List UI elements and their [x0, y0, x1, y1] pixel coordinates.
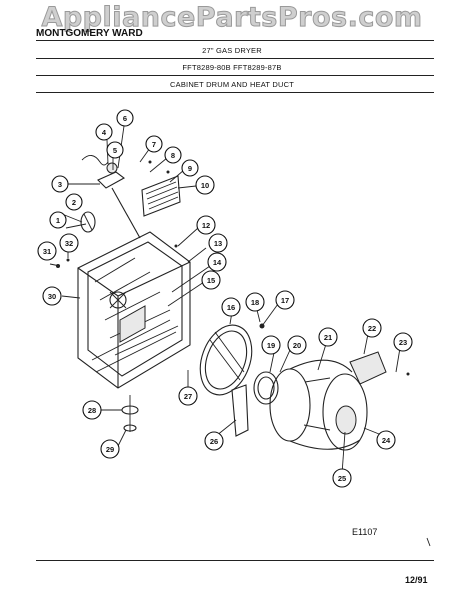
- cabinet: [77, 231, 191, 389]
- svg-text:21: 21: [324, 333, 332, 342]
- heat-duct: [111, 187, 141, 239]
- callout-1: 1: [49, 211, 67, 229]
- callout-4: 4: [95, 123, 113, 141]
- svg-text:16: 16: [227, 303, 235, 312]
- front-bulkhead: [199, 324, 253, 396]
- callout-28: 28: [82, 400, 102, 420]
- callout-3: 3: [51, 175, 69, 193]
- svg-text:14: 14: [213, 258, 222, 267]
- svg-text:2: 2: [72, 198, 76, 207]
- callout-23: 23: [393, 332, 413, 352]
- svg-text:7: 7: [152, 140, 156, 149]
- callout-25: 25: [332, 468, 352, 488]
- callout-6: 6: [116, 109, 134, 127]
- svg-text:9: 9: [188, 164, 192, 173]
- callout-14: 14: [207, 252, 227, 272]
- mounting-bracket: [231, 384, 249, 437]
- drum-baffle: [349, 351, 387, 385]
- lint-screen: [141, 175, 181, 217]
- svg-text:32: 32: [65, 239, 73, 248]
- svg-text:17: 17: [281, 296, 289, 305]
- svg-text:15: 15: [207, 276, 215, 285]
- svg-text:26: 26: [210, 437, 218, 446]
- model-numbers: FFT8289-80B FFT8289-87B: [182, 63, 282, 72]
- svg-text:12: 12: [202, 221, 210, 230]
- svg-text:4: 4: [102, 128, 107, 137]
- revision-date: 12/91: [405, 575, 428, 585]
- svg-text:3: 3: [58, 180, 62, 189]
- callout-12: 12: [196, 215, 216, 235]
- svg-text:18: 18: [251, 298, 259, 307]
- callout-32: 32: [59, 233, 79, 253]
- svg-text:8: 8: [171, 151, 175, 160]
- svg-text:27: 27: [184, 392, 192, 401]
- header-rule-1: [36, 58, 434, 59]
- header-rule-2: [36, 75, 434, 76]
- callout-9: 9: [181, 159, 199, 177]
- footer-rule: [36, 560, 434, 561]
- svg-text:22: 22: [368, 324, 376, 333]
- watermark: AppliancePartsPros.com: [41, 2, 423, 34]
- svg-text:31: 31: [43, 247, 51, 256]
- callout-29: 29: [100, 439, 120, 459]
- svg-text:13: 13: [214, 239, 222, 248]
- callout-8: 8: [164, 146, 182, 164]
- callout-27: 27: [178, 386, 198, 406]
- callout-22: 22: [362, 318, 382, 338]
- svg-text:10: 10: [201, 181, 209, 190]
- callout-26: 26: [204, 431, 224, 451]
- svg-text:23: 23: [399, 338, 407, 347]
- figure-code: E1107: [352, 527, 378, 537]
- drum: [269, 359, 368, 451]
- drum-seal: [253, 371, 279, 405]
- svg-text:25: 25: [338, 474, 346, 483]
- svg-text:20: 20: [293, 341, 301, 350]
- callout-17: 17: [275, 290, 295, 310]
- diagram-title: 27" GAS DRYER: [202, 46, 262, 55]
- callout-16: 16: [221, 297, 241, 317]
- callout-13: 13: [208, 233, 228, 253]
- brand-name: MONTGOMERY WARD: [36, 28, 143, 39]
- callout-20: 20: [287, 335, 307, 355]
- callout-30: 30: [42, 286, 62, 306]
- callout-10: 10: [195, 175, 215, 195]
- header-rule-top: [36, 40, 434, 41]
- section-title: CABINET DRUM AND HEAT DUCT: [170, 80, 294, 89]
- svg-text:28: 28: [88, 406, 96, 415]
- callout-24: 24: [376, 430, 396, 450]
- callout-15: 15: [201, 270, 221, 290]
- callout-5: 5: [106, 141, 124, 159]
- callout-2: 2: [65, 193, 83, 211]
- svg-text:5: 5: [113, 146, 117, 155]
- svg-text:6: 6: [123, 114, 127, 123]
- callout-21: 21: [318, 327, 338, 347]
- thermostat: [106, 162, 118, 174]
- svg-text:30: 30: [48, 292, 56, 301]
- svg-text:24: 24: [382, 436, 391, 445]
- callout-18: 18: [245, 292, 265, 312]
- callout-7: 7: [145, 135, 163, 153]
- svg-text:19: 19: [267, 341, 275, 350]
- header-rule-3: [36, 92, 434, 93]
- thermostat-bracket: [97, 171, 126, 189]
- svg-text:1: 1: [56, 216, 60, 225]
- callout-31: 31: [37, 241, 57, 261]
- callout-19: 19: [261, 335, 281, 355]
- svg-text:29: 29: [106, 445, 114, 454]
